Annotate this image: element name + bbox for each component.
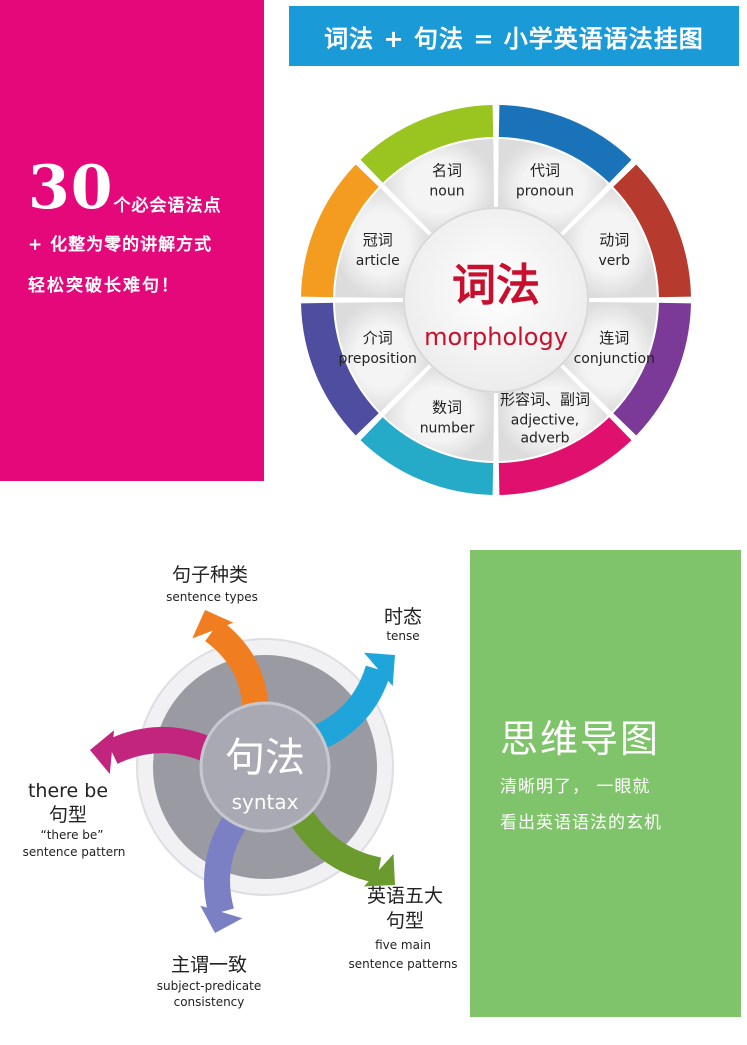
- label-adjective-adverb-en: adjective,: [511, 412, 579, 428]
- band-article: [301, 164, 381, 298]
- promo-number: 30: [28, 153, 114, 223]
- promo-line1: 个必会语法点: [113, 196, 222, 216]
- mindmap-title: 思维导图: [500, 717, 661, 761]
- band-conjunction: [611, 302, 691, 436]
- label-conjunction-cn: 连词: [599, 329, 629, 347]
- band-verb: [611, 164, 691, 298]
- syntax-label-agreement-en: subject-predicate: [157, 979, 261, 993]
- syntax-label-tense-cn: 时态: [384, 606, 422, 628]
- band-noun: [360, 105, 494, 185]
- syntax-label-types-cn: 句子种类: [172, 564, 248, 586]
- promo-text: 30个必会语法点 + 化整为零的讲解方式 轻松突破长难句！: [28, 158, 264, 296]
- syntax-label-patterns-cn2: 句型: [386, 910, 424, 932]
- syntax-center-en: syntax: [232, 790, 299, 814]
- label-verb-en: verb: [598, 253, 630, 269]
- syntax-center: [199, 701, 331, 833]
- wheel-segments: [332, 136, 660, 464]
- syntax-label-therebe-en2: sentence pattern: [23, 845, 126, 859]
- morphology-center: [403, 207, 589, 393]
- label-number-cn: 数词: [432, 398, 462, 416]
- label-adjective-adverb-en2: adverb: [520, 430, 569, 446]
- label-noun-cn: 名词: [432, 162, 462, 180]
- mindmap-line1: 清晰明了， 一眼就: [500, 777, 651, 797]
- mindmap-panel: [470, 550, 741, 1017]
- label-verb-cn: 动词: [599, 231, 629, 249]
- label-noun-en: noun: [429, 184, 464, 200]
- promo-line3: 轻松突破长难句！: [28, 276, 180, 296]
- syntax-label-agreement-en2: consistency: [174, 995, 245, 1009]
- syntax-center-cn: 句法: [225, 735, 305, 781]
- arrow-head-agreement: [200, 905, 243, 933]
- arrow-head-there-be: [90, 730, 115, 775]
- wheel-labels: 名词 noun 代词 pronoun 动词 verb 连词 conjunction 形容词、副词…: [339, 162, 655, 447]
- label-number-en: number: [420, 420, 475, 436]
- morphology-wheel: 词法 morphology 名词 noun 代词 pronoun 动词 verb 连词 con…: [301, 105, 691, 495]
- syntax-label-patterns-en: five main: [375, 938, 431, 952]
- label-preposition-cn: 介词: [363, 329, 393, 347]
- syntax-diagram: 句法 syntax 句子种类 sentence types 时态 tense 英…: [23, 564, 458, 1009]
- promo-panel: [0, 0, 264, 481]
- label-conjunction-en: conjunction: [574, 351, 655, 367]
- syntax-label-types-en: sentence types: [166, 590, 258, 604]
- syntax-label-therebe-cn2: 句型: [49, 804, 87, 826]
- wheel-color-bands: [301, 105, 691, 495]
- morphology-center-cn: 词法: [452, 260, 540, 311]
- morphology-center-en: morphology: [424, 323, 568, 351]
- mindmap-line2: 看出英语语法的玄机: [500, 813, 662, 833]
- syntax-label-therebe-cn: there be: [28, 780, 108, 802]
- syntax-label-patterns-en2: sentence patterns: [348, 957, 457, 971]
- label-adjective-adverb-cn: 形容词、副词: [500, 390, 590, 408]
- label-pronoun-en: pronoun: [516, 184, 574, 200]
- label-article-en: article: [356, 253, 400, 269]
- label-pronoun-cn: 代词: [530, 162, 560, 180]
- arrow-head-five-patterns: [363, 853, 395, 887]
- band-preposition: [301, 302, 381, 436]
- arrow-head-sentence-types: [192, 610, 234, 639]
- syntax-label-agreement-cn: 主谓一致: [171, 954, 247, 976]
- syntax-label-tense-en: tense: [386, 629, 419, 643]
- arrow-head-tense: [363, 652, 395, 687]
- label-preposition-en: preposition: [339, 351, 417, 367]
- title-banner: 词法 + 句法 = 小学英语语法挂图: [289, 6, 739, 66]
- syntax-label-patterns-cn: 英语五大: [367, 885, 443, 907]
- label-article-cn: 冠词: [363, 231, 393, 249]
- band-number: [360, 415, 494, 495]
- promo-line2: + 化整为零的讲解方式: [28, 235, 213, 255]
- syntax-label-therebe-en: “there be”: [41, 828, 104, 842]
- band-adjective-adverb: [498, 415, 632, 495]
- band-pronoun: [498, 105, 632, 185]
